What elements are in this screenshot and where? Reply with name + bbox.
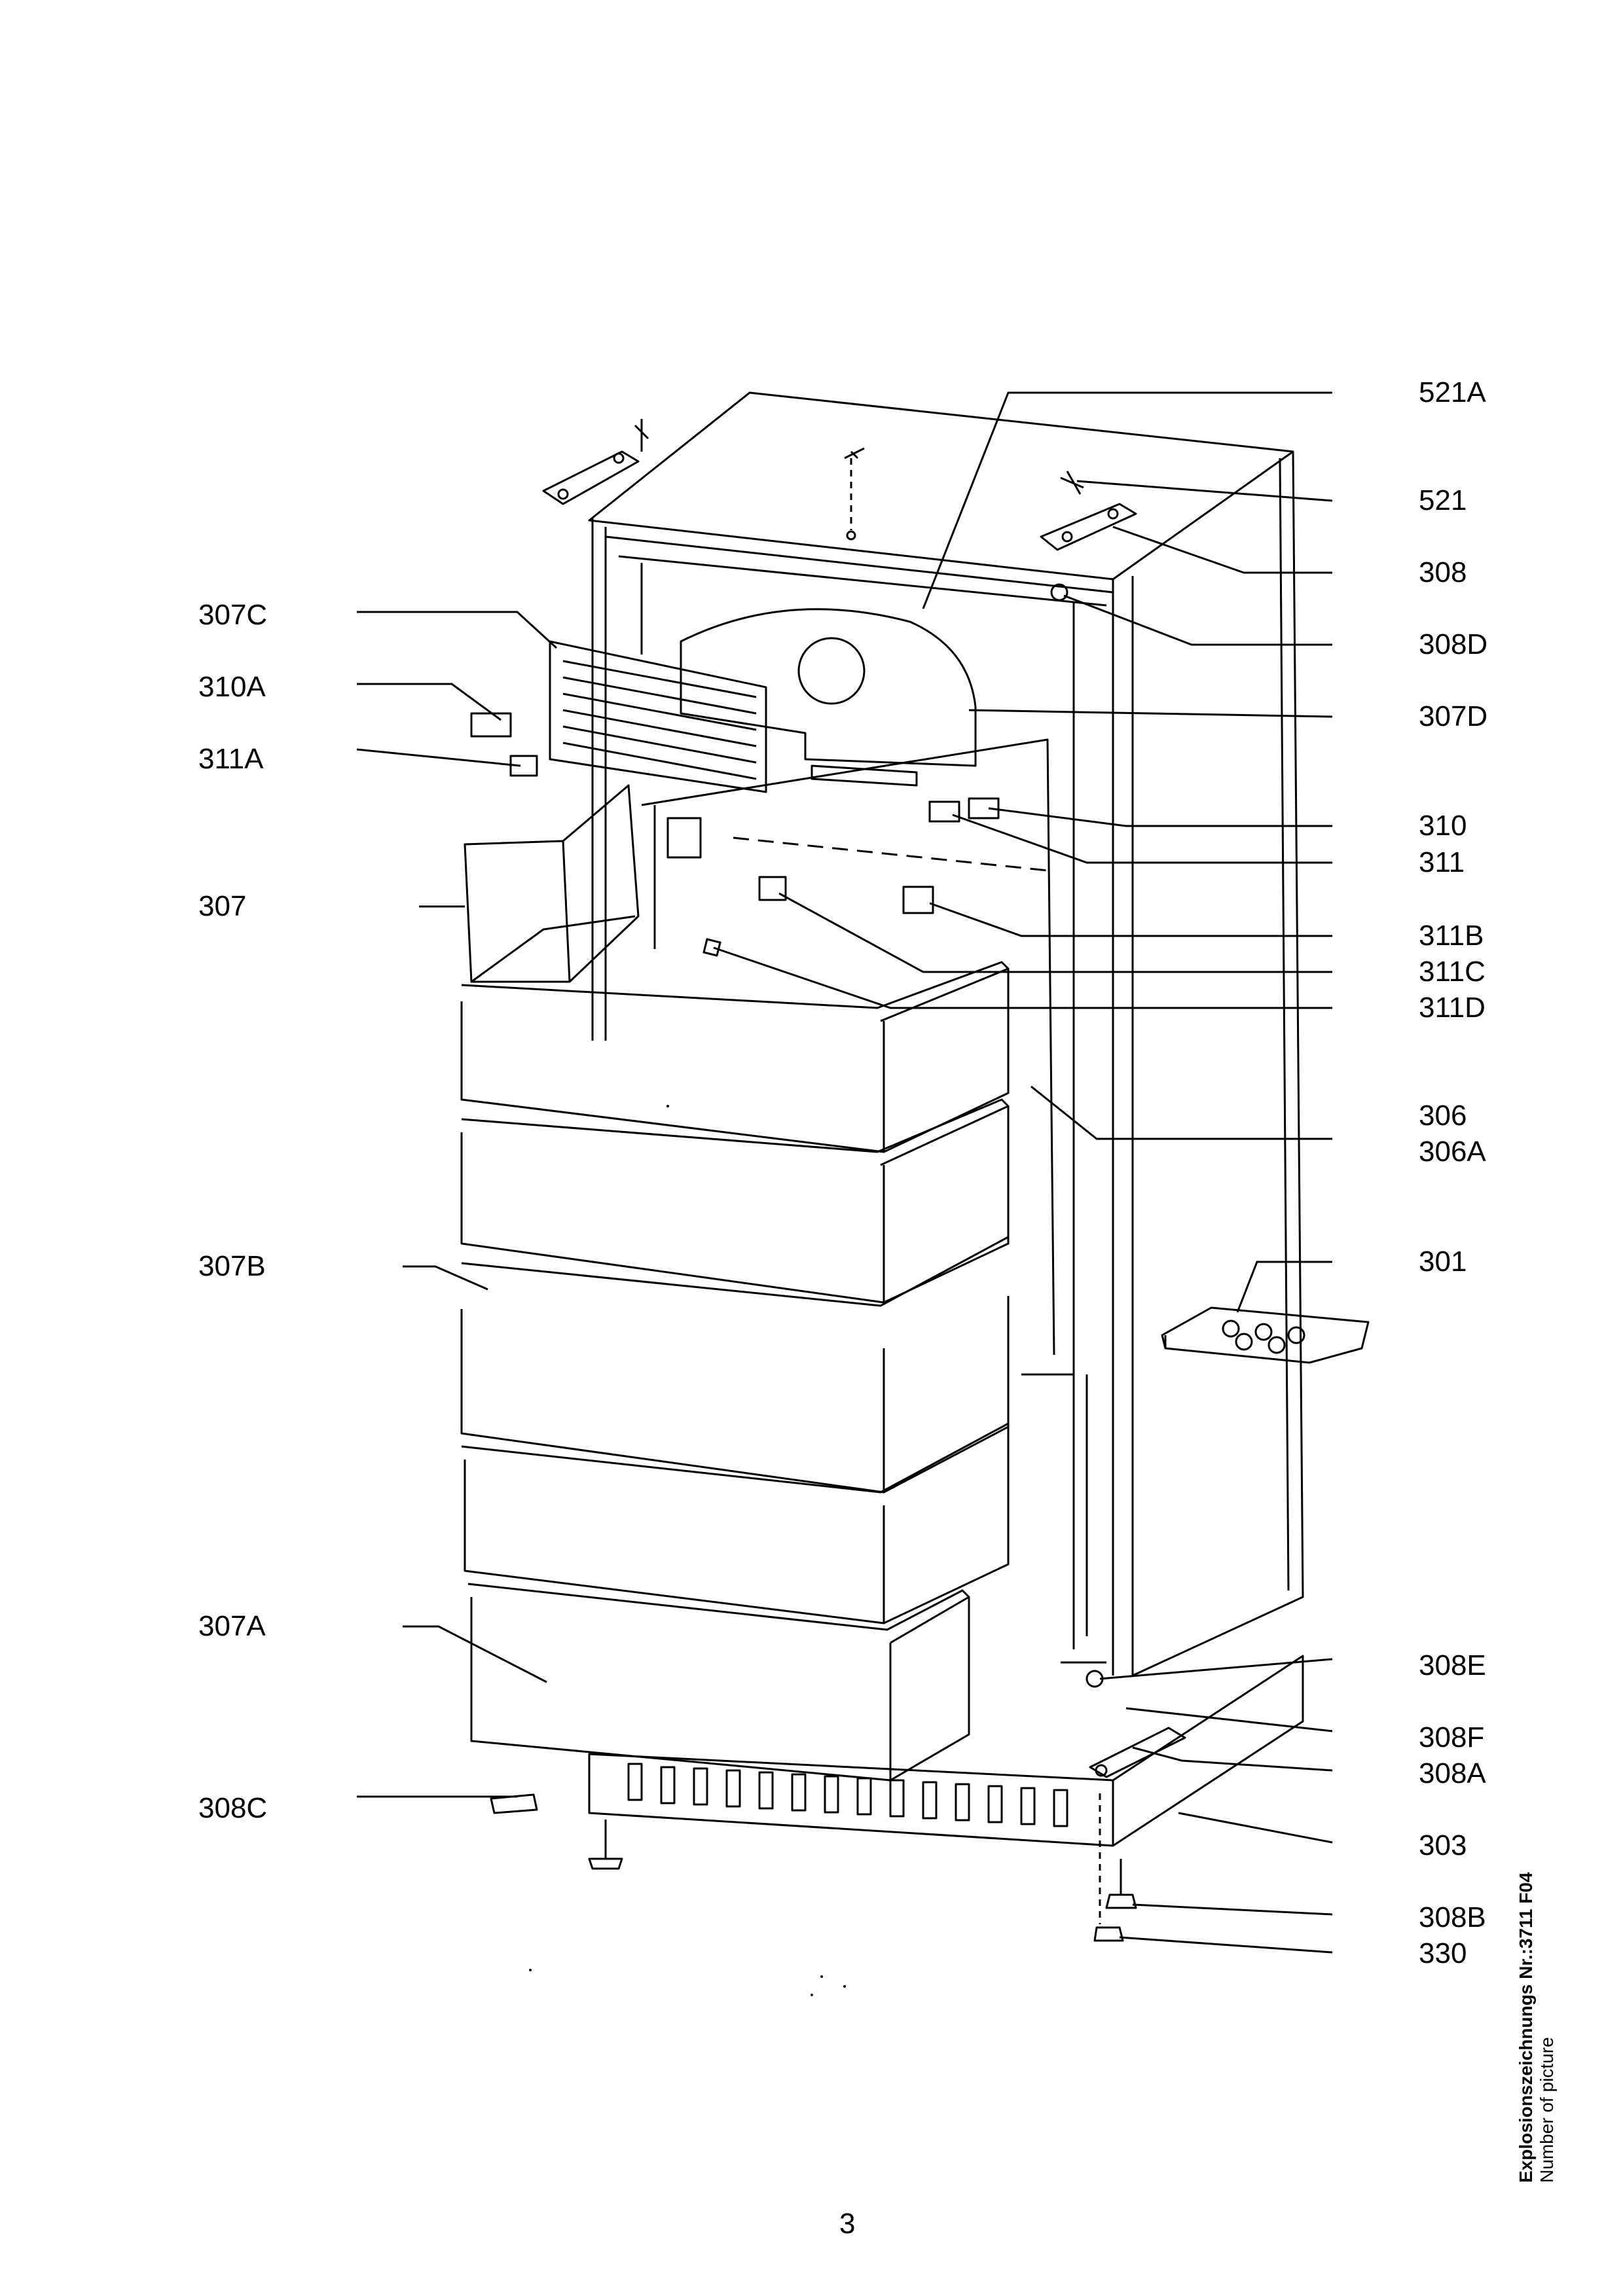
callout-308C: 308C — [198, 1792, 268, 1824]
callout-308B: 308B — [1419, 1901, 1486, 1933]
callout-308: 308 — [1419, 556, 1467, 588]
adjustable-feet — [490, 1793, 1137, 1942]
egg-tray — [1161, 1306, 1370, 1364]
drawer-bottom — [467, 1583, 970, 1782]
fan-housing — [680, 608, 977, 787]
callout-308A: 308A — [1419, 1757, 1486, 1789]
callout-311C: 311C — [1419, 956, 1486, 988]
bottom-hinge — [1085, 1670, 1186, 1778]
callout-308D: 308D — [1419, 628, 1488, 660]
scan-speckles — [529, 1105, 846, 1996]
callout-330: 330 — [1419, 1937, 1467, 1969]
callout-310: 310 — [1419, 810, 1467, 842]
callout-307B: 307B — [198, 1250, 266, 1282]
drawing-number-caption: Explosionszeichnungs Nr.:3711 F04 Number… — [1516, 1712, 1588, 2183]
callout-306: 306 — [1419, 1100, 1467, 1132]
top-hinge-right — [1040, 503, 1137, 551]
callout-311A: 311A — [198, 743, 264, 775]
callout-521: 521 — [1419, 484, 1467, 516]
cabinet-body — [588, 391, 1304, 1677]
top-screws — [844, 447, 1084, 601]
inner-liner — [641, 738, 1055, 1355]
drawer-1 — [460, 961, 1010, 1153]
drawing-number-subtitle: Number of picture — [1537, 2037, 1557, 2183]
callout-307: 307 — [198, 890, 247, 922]
callout-521A: 521A — [1419, 376, 1486, 408]
callout-307D: 307D — [1419, 700, 1488, 732]
top-hinge-left — [542, 419, 649, 505]
callout-306A: 306A — [1419, 1136, 1486, 1168]
base-grille — [588, 1655, 1304, 1847]
leader-lines — [356, 391, 1333, 1954]
callout-311D: 311D — [1419, 992, 1486, 1024]
callout-307A: 307A — [198, 1610, 266, 1642]
callout-303: 303 — [1419, 1829, 1467, 1861]
callout-310A: 310A — [198, 671, 266, 703]
page-number: 3 — [839, 2208, 856, 2240]
callout-307C: 307C — [198, 599, 268, 631]
drawer-3 — [460, 1236, 1010, 1494]
drawer-2 — [460, 1098, 1010, 1304]
drawer-4 — [461, 1422, 1010, 1624]
callout-301: 301 — [1419, 1246, 1467, 1278]
callout-311: 311 — [1419, 846, 1465, 878]
callout-308F: 308F — [1419, 1721, 1485, 1753]
evaporator-grille — [549, 640, 767, 793]
top-compartment — [464, 784, 640, 983]
callout-311B: 311B — [1419, 920, 1484, 952]
callout-308E: 308E — [1419, 1649, 1486, 1681]
drawing-number: Explosionszeichnungs Nr.:3711 F04 — [1516, 1872, 1536, 2183]
